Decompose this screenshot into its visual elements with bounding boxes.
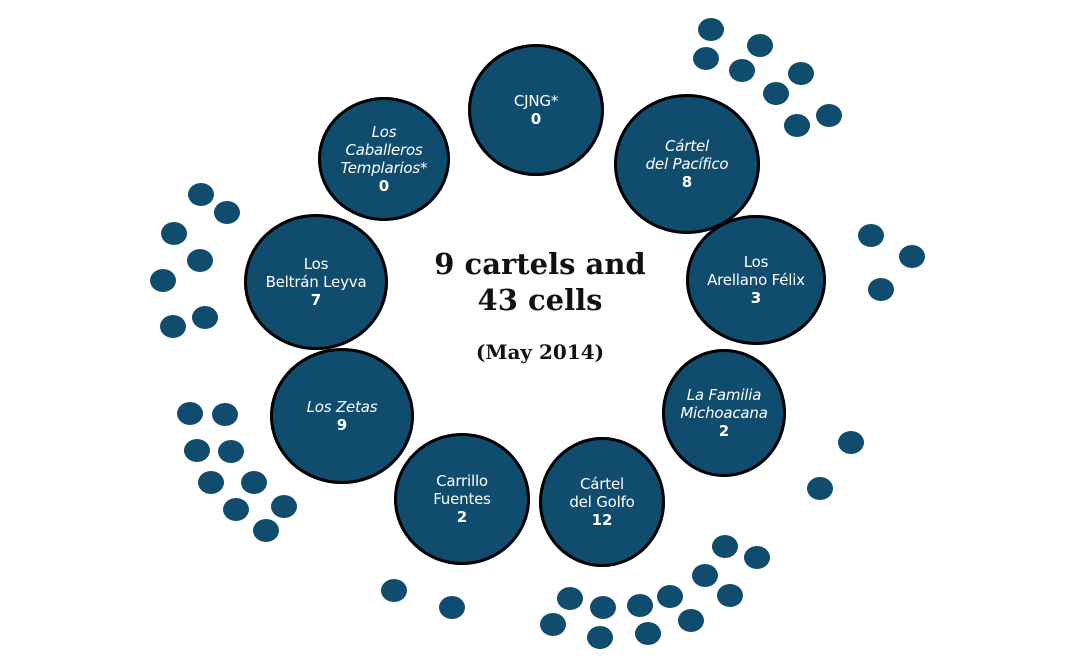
cell-count: 3 bbox=[750, 289, 762, 307]
cell-count: 8 bbox=[681, 173, 693, 191]
cell-dot bbox=[678, 609, 704, 632]
cartel-name: Cártel del Pacífico bbox=[645, 137, 729, 173]
cell-dot bbox=[160, 315, 186, 338]
cell-count: 0 bbox=[378, 177, 390, 195]
cartel-circle: CJNG*0 bbox=[468, 44, 604, 176]
cell-count: 2 bbox=[456, 508, 468, 526]
cell-dot bbox=[627, 594, 653, 617]
cartel-name: Cártel del Golfo bbox=[569, 475, 635, 511]
cell-dot bbox=[763, 82, 789, 105]
date-label: (May 2014) bbox=[475, 340, 605, 364]
cell-dot bbox=[188, 183, 214, 206]
cartel-name: CJNG* bbox=[513, 92, 559, 110]
cell-dot bbox=[838, 431, 864, 454]
cell-dot bbox=[177, 402, 203, 425]
cell-dot bbox=[747, 34, 773, 57]
cell-dot bbox=[557, 587, 583, 610]
cell-dot bbox=[214, 201, 240, 224]
cell-dot bbox=[816, 104, 842, 127]
cell-dot bbox=[439, 596, 465, 619]
cell-dot bbox=[729, 59, 755, 82]
cartel-name: La Familia Michoacana bbox=[680, 386, 768, 422]
cartel-circle: Los Caballeros Templarios*0 bbox=[318, 97, 450, 221]
cell-count: 2 bbox=[718, 422, 730, 440]
cartel-name: Los Zetas bbox=[306, 398, 378, 416]
title-line-2: 43 cells bbox=[477, 283, 603, 317]
cell-dot bbox=[899, 245, 925, 268]
cell-dot bbox=[712, 535, 738, 558]
cell-dot bbox=[212, 403, 238, 426]
cartel-name: Carrillo Fuentes bbox=[433, 472, 491, 508]
cell-dot bbox=[218, 440, 244, 463]
cell-count: 9 bbox=[336, 416, 348, 434]
cell-dot bbox=[150, 269, 176, 292]
cell-dot bbox=[788, 62, 814, 85]
cell-dot bbox=[161, 222, 187, 245]
cell-count: 0 bbox=[530, 110, 542, 128]
cell-dot bbox=[807, 477, 833, 500]
cell-dot bbox=[590, 596, 616, 619]
cell-dot bbox=[693, 47, 719, 70]
cell-dot bbox=[192, 306, 218, 329]
cartel-name: Los Caballeros Templarios* bbox=[340, 123, 428, 177]
cartel-name: Los Beltrán Leyva bbox=[265, 255, 367, 291]
cartel-name: Los Arellano Félix bbox=[707, 253, 805, 289]
title-line-1: 9 cartels and bbox=[434, 247, 646, 281]
cell-dot bbox=[241, 471, 267, 494]
cell-dot bbox=[223, 498, 249, 521]
cell-dot bbox=[381, 579, 407, 602]
cell-dot bbox=[858, 224, 884, 247]
cell-dot bbox=[784, 114, 810, 137]
cell-dot bbox=[253, 519, 279, 542]
cell-dot bbox=[271, 495, 297, 518]
cell-dot bbox=[868, 278, 894, 301]
cell-dot bbox=[184, 439, 210, 462]
cell-count: 7 bbox=[310, 291, 322, 309]
cell-dot bbox=[698, 18, 724, 41]
cell-dot bbox=[587, 626, 613, 649]
cell-dot bbox=[635, 622, 661, 645]
cell-dot bbox=[692, 564, 718, 587]
cell-count: 12 bbox=[591, 511, 613, 529]
cell-dot bbox=[717, 584, 743, 607]
cell-dot bbox=[744, 546, 770, 569]
cell-dot bbox=[187, 249, 213, 272]
cell-dot bbox=[540, 613, 566, 636]
diagram-title: 9 cartels and 43 cells bbox=[390, 246, 690, 318]
cell-dot bbox=[657, 585, 683, 608]
cell-dot bbox=[198, 471, 224, 494]
